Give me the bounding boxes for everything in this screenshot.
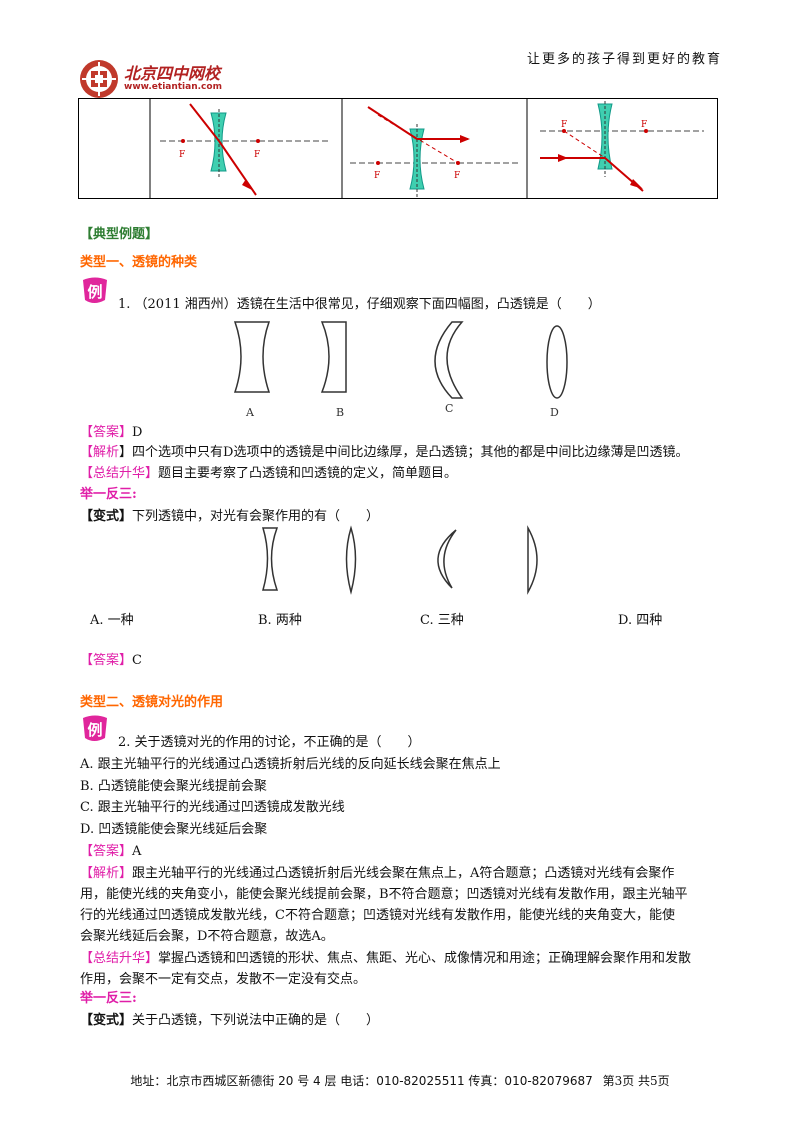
svg-text:C: C [445,402,453,415]
svg-text:F: F [374,171,380,181]
diagram-concave-lens-2: F F [350,106,518,197]
header-rule [78,98,718,99]
example-badge-1: 例 [80,276,110,306]
variant-lens-2-convex [345,525,357,595]
svg-text:例: 例 [87,721,102,739]
diagram-concave-lens-1: F F [160,103,328,196]
q1-question: 1. （2011 湘西州）透镜在生活中很常见，仔细观察下面四幅图，凸透镜是（ ） [118,297,601,312]
header-slogan: 让更多的孩子得到更好的教育 [526,52,722,67]
q2-option-a: A. 跟主光轴平行的光线通过凸透镜折射后光线的反向延长线会聚在焦点上 [80,757,501,772]
q2-option-b: B. 凸透镜能使会聚光线提前会聚 [80,779,267,794]
svg-text:F: F [254,150,260,160]
svg-text:F: F [454,171,460,181]
lens-b-plano-concave [320,321,347,393]
variant2-question: 【变式】关于凸透镜，下列说法中正确的是（ ） [80,1013,380,1028]
lens-a-concave [233,321,271,393]
q1-answer: 【答案】D [80,425,143,440]
variant1-answer: 【答案】C [80,653,142,668]
q2-question: 2. 关于透镜对光的作用的讨论，不正确的是（ ） [118,735,421,750]
footer-address: 地址：北京市西城区新德街 20 号 4 层 电话：010-82025511 传真… [130,1074,593,1088]
example-badge-2: 例 [80,714,110,744]
variant1-option-b: B. 两种 [258,613,302,628]
logo-emblem-icon [80,60,118,98]
svg-text:例: 例 [87,283,102,301]
svg-text:D: D [550,406,559,419]
q2-answer: 【答案】A [80,844,142,859]
q2-option-c: C. 跟主光轴平行的光线通过凹透镜成发散光线 [80,800,345,815]
q1-lens-figures: A B C D [220,318,580,422]
section-type1-heading: 类型一、透镜的种类 [80,255,198,270]
variant-lens-3-meniscus [437,529,457,589]
variant2-heading: 举一反三: [80,991,137,1006]
footer-page-number: 第3页 共5页 [602,1074,670,1088]
logo-name: 北京四中网校 [124,64,221,83]
q2-analysis: 【解析】跟主光轴平行的光线通过凸透镜折射后光线会聚在焦点上，A符合题意；凸透镜对… [80,866,688,944]
logo-url: www.etiantian.com [124,82,222,92]
q2-summary: 【总结升华】掌握凸透镜和凹透镜的形状、焦点、焦距、光心、成像情况和用途；正确理解… [80,951,692,987]
variant1-option-d: D. 四种 [618,613,663,628]
lens-d-convex [546,325,568,399]
variant1-lens-figures [250,524,550,600]
variant1-option-a: A. 一种 [90,613,134,628]
q2-option-d: D. 凹透镜能使会聚光线延后会聚 [80,822,268,837]
variant1-question: 【变式】下列透镜中，对光有会聚作用的有（ ） [80,509,380,524]
page-footer: 地址：北京市西城区新德街 20 号 4 层 电话：010-82025511 传真… [0,1072,800,1089]
diagram-concave-lens-3: F F [540,101,704,192]
svg-text:B: B [336,406,344,419]
school-logo: 北京四中网校 www.etiantian.com [78,56,248,102]
q1-summary: 【总结升华】题目主要考察了凸透镜和凹透镜的定义，简单题目。 [80,466,458,481]
svg-text:F: F [179,150,185,160]
section-typical-examples: 【典型例题】 [80,227,159,242]
section-type2-heading: 类型二、透镜对光的作用 [80,695,224,710]
variant-lens-1-concave [261,527,279,591]
svg-text:A: A [245,406,255,419]
q1-analysis: 【解析】四个选项中只有D选项中的透镜是中间比边缘厚，是凸透镜；其他的都是中间比边… [80,445,689,460]
variant-lens-4-plano-convex [527,525,538,595]
variant1-option-c: C. 三种 [420,613,464,628]
diagram-table: F F F F F [78,99,718,199]
svg-text:F: F [561,120,567,130]
svg-text:F: F [641,120,647,130]
lens-c-meniscus [434,321,464,399]
variant1-heading: 举一反三: [80,487,137,502]
